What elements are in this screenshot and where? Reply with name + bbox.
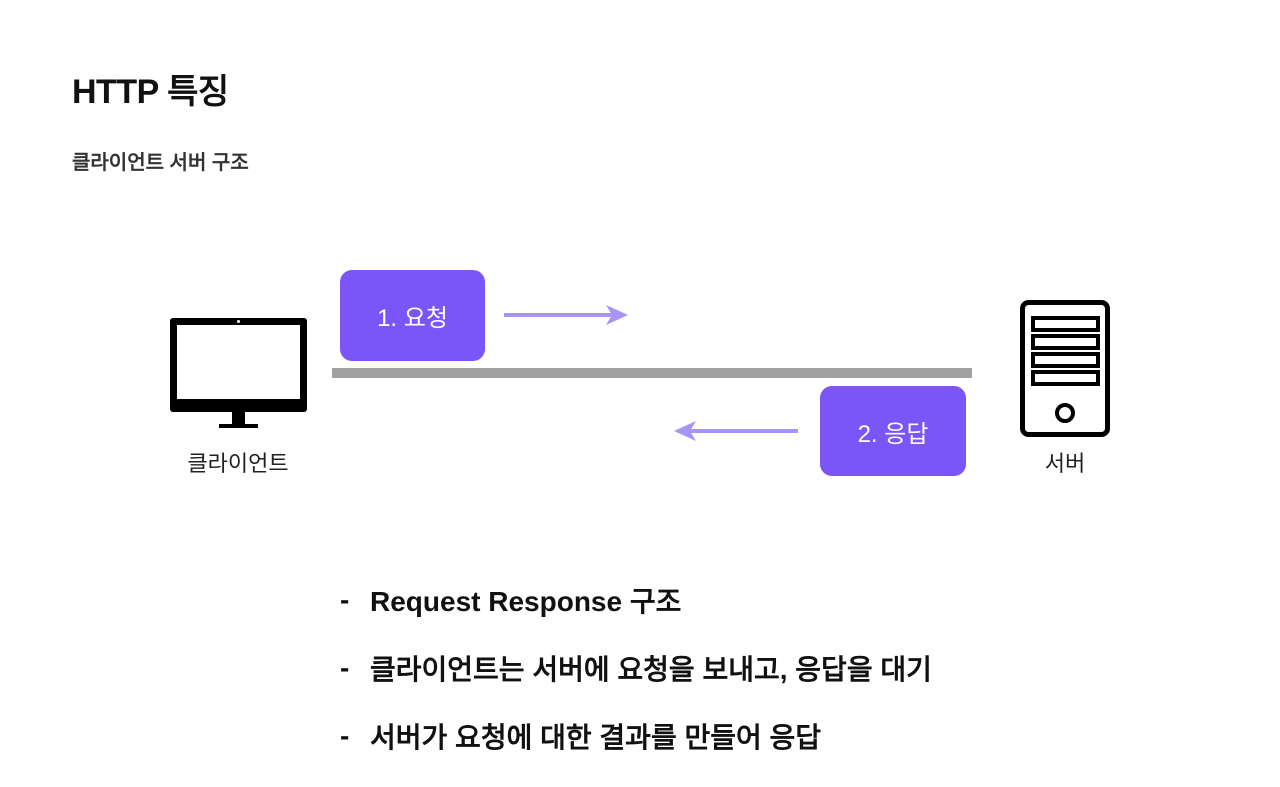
response-label-box: 2. 응답: [820, 386, 966, 476]
list-item: - Request Response 구조: [340, 578, 932, 622]
response-label: 2. 응답: [857, 420, 929, 448]
response-arrow: [674, 421, 798, 441]
page-subtitle: 클라이언트 서버 구조: [72, 152, 249, 174]
bullet-marker: -: [340, 584, 350, 615]
bullet-text: 클라이언트는 서버에 요청을 보내고, 응답을 대기: [370, 654, 932, 685]
bullet-marker: -: [340, 720, 350, 751]
request-arrow: [504, 305, 628, 325]
list-item: - 클라이언트는 서버에 요청을 보내고, 응답을 대기: [340, 646, 932, 690]
request-label-box: 1. 요청: [340, 270, 485, 361]
page-title: HTTP 특징: [72, 73, 229, 111]
monitor-icon: [170, 318, 307, 428]
bullet-list: - Request Response 구조 - 클라이언트는 서버에 요청을 보…: [340, 578, 932, 782]
bullet-marker: -: [340, 652, 350, 683]
bullet-text: 서버가 요청에 대한 결과를 만들어 응답: [370, 722, 822, 753]
client-label: 클라이언트: [187, 451, 289, 476]
server-tower-icon: [1020, 300, 1110, 437]
server-label: 서버: [1044, 451, 1086, 476]
connection-line: [332, 368, 972, 378]
bullet-text: Request Response 구조: [370, 586, 682, 617]
request-label: 1. 요청: [377, 305, 448, 332]
list-item: - 서버가 요청에 대한 결과를 만들어 응답: [340, 714, 932, 758]
